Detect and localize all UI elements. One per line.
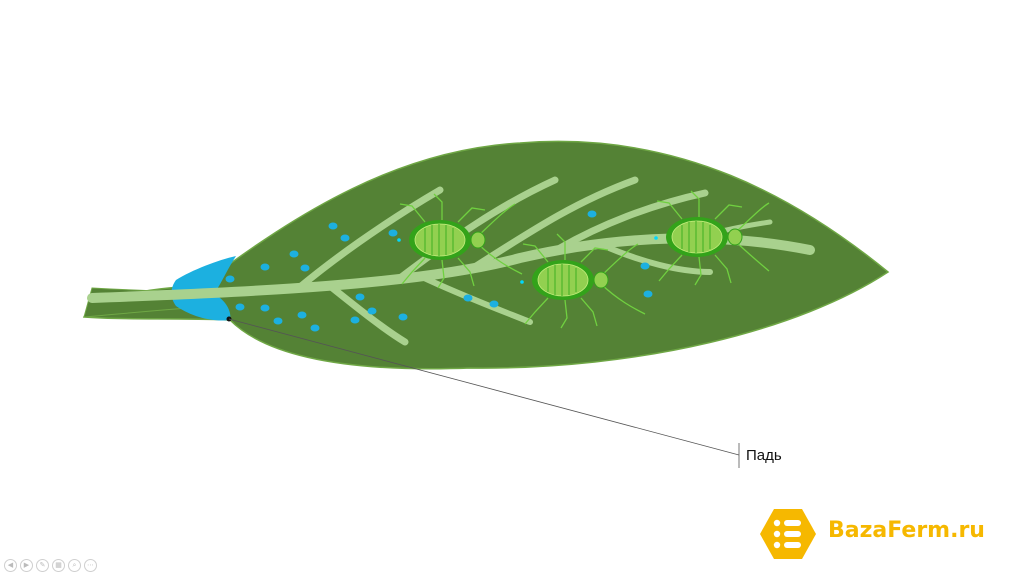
next-icon[interactable]: ▶ bbox=[20, 559, 33, 572]
aphid bbox=[520, 233, 646, 329]
list-icon bbox=[760, 509, 816, 559]
honeydew-droplets bbox=[225, 210, 653, 332]
honeydew-puddle bbox=[171, 256, 236, 321]
more-icon[interactable]: ⋯ bbox=[84, 559, 97, 572]
callout-leader bbox=[226, 316, 740, 468]
zoom-icon[interactable]: ⌕ bbox=[68, 559, 81, 572]
slideshow-toolbar: ◀ ▶ ✎ ▦ ⌕ ⋯ bbox=[4, 559, 97, 572]
callout-label: Падь bbox=[746, 447, 782, 464]
leaf-blade bbox=[82, 140, 890, 370]
slides-icon[interactable]: ▦ bbox=[52, 559, 65, 572]
pen-icon[interactable]: ✎ bbox=[36, 559, 49, 572]
prev-icon[interactable]: ◀ bbox=[4, 559, 17, 572]
aphid bbox=[654, 190, 770, 286]
aphid bbox=[397, 193, 523, 289]
logo-text: BazaFerm.ru bbox=[828, 518, 985, 543]
